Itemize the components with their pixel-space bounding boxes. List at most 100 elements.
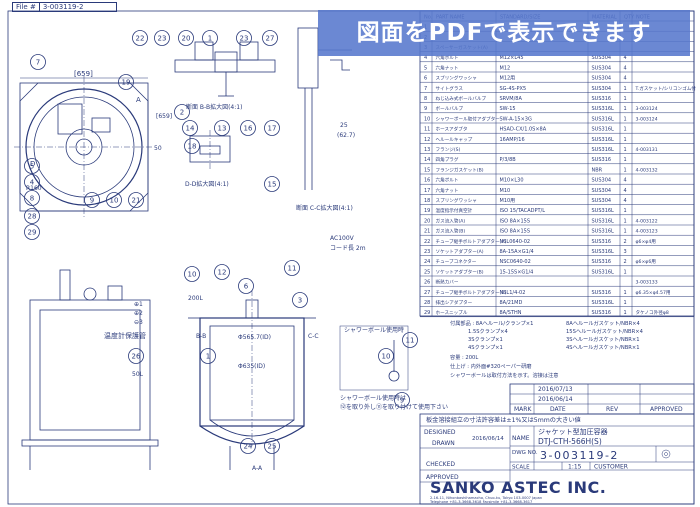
part-qty: 1 <box>624 116 627 122</box>
part-balloon-number: 7 <box>36 59 40 67</box>
part-balloon-number: 5 <box>30 163 34 171</box>
part-balloon <box>30 54 46 70</box>
part-name: ガス流入管(B) <box>436 228 466 235</box>
label-aa: A-A <box>252 465 263 472</box>
part-balloon-number: 27 <box>266 35 275 43</box>
part-no: 13 <box>424 147 430 153</box>
part-qty: 4 <box>624 188 627 194</box>
part-no: 21 <box>424 229 430 235</box>
revision-date-1: 2016/07/13 <box>538 386 573 393</box>
part-no: 4 <box>424 55 427 61</box>
part-qty: 1 <box>624 269 627 275</box>
part-balloon <box>174 104 190 120</box>
part-balloon-number: 8 <box>30 195 34 203</box>
part-name: 六角ボルト <box>436 54 459 61</box>
dim-565: Φ565.7(ID) <box>238 334 271 341</box>
part-balloon <box>154 30 170 46</box>
part-balloon <box>240 120 256 136</box>
part-balloon <box>132 30 148 46</box>
part-balloon-number: 16 <box>244 125 253 133</box>
title-block: 板金溶接組立の寸法許容差は±1%又は5mmの大きい値 DESIGNED DRAW… <box>419 413 695 505</box>
part-balloon-number: 29 <box>28 229 37 237</box>
part-no: 16 <box>424 178 430 184</box>
part-name: 六角ナット <box>436 64 459 71</box>
ac-label-1: AC100V <box>330 235 355 242</box>
part-standard: 8A/21MD <box>500 300 523 306</box>
part-balloon-number: 3 <box>298 297 302 305</box>
part-qty: 1 <box>624 310 627 316</box>
part-standard: M10×L30 <box>500 178 524 184</box>
part-standard: SW-15 <box>500 106 516 112</box>
parts-table: No.PART NAMESTANDARD/SIZEMATERIALQTYNOTE… <box>419 10 696 318</box>
part-material: SUS316 <box>592 96 612 102</box>
part-balloon-number: 23 <box>158 35 167 43</box>
part-name: シャワーボール取付アダプター <box>436 115 501 122</box>
part-material: SUS304 <box>592 55 612 61</box>
scale-value: 1:15 <box>568 464 582 471</box>
part-balloon <box>128 192 144 208</box>
note-line: シャワーボールは取付方法を示す。溶接は注意 <box>450 371 558 379</box>
name-label: NAME <box>512 435 530 442</box>
company-name: SANKO ASTEC INC. <box>430 478 606 497</box>
note-line: 15Sヘルールガスケット/NBR×4 <box>566 327 644 335</box>
part-qty: 1 <box>624 106 627 112</box>
part-name: フランジガスケット(B) <box>436 166 484 173</box>
note-line: 容量 : 200L <box>450 353 478 361</box>
scale-label: SCALE <box>512 465 530 471</box>
part-name: 六角ナット <box>436 187 459 194</box>
part-standard: HSAD-CX/1.0S×8A <box>500 127 547 133</box>
part-note: φ6×φ6用 <box>636 259 657 265</box>
part-standard: P/3/8B <box>500 157 517 163</box>
part-qty: 3 <box>624 249 627 255</box>
part-name: フランジ(S) <box>436 147 461 153</box>
dim-659-side: [659] <box>156 113 172 120</box>
part-name: ホースニップル <box>436 310 468 316</box>
part-balloon <box>402 332 418 348</box>
shower-note-2: ⑫を取り外し⑪を取り付けて使用下さい <box>340 403 448 411</box>
part-balloon-number: 10 <box>110 197 119 205</box>
terminal-label: ⊕1 <box>134 301 143 308</box>
part-no: 7 <box>424 86 427 92</box>
checked-label: CHECKED <box>426 461 455 468</box>
part-material: SUS316L <box>592 269 615 275</box>
part-standard: M10 <box>500 188 511 194</box>
part-balloon <box>178 30 194 46</box>
part-note: 3-003124 <box>636 106 658 112</box>
part-balloon-number: 10 <box>382 353 391 361</box>
part-no: 12 <box>424 137 430 143</box>
part-material: SUS316L <box>592 208 615 214</box>
part-note: 4-003132 <box>636 167 658 173</box>
part-name: ねじ込み式ボールバルブ <box>436 95 487 102</box>
part-note: 3-003133 <box>636 280 658 286</box>
part-material: SUS304 <box>592 76 612 82</box>
part-balloon <box>184 138 200 154</box>
product-model: DTJ-CTH-566H(S) <box>538 437 602 446</box>
part-balloon <box>264 438 280 454</box>
part-note: 4-003123 <box>636 229 658 235</box>
part-standard: SW-A-15×3G <box>500 116 532 122</box>
dim-635: Φ635(ID) <box>238 363 265 370</box>
part-balloon-number: 14 <box>186 125 195 133</box>
designed-label: DESIGNED <box>424 429 456 436</box>
file-number: 3-003119-2 <box>42 3 84 11</box>
part-balloon-number: 20 <box>182 35 191 43</box>
note-line: 3Sヘルールガスケット/NBR×1 <box>566 335 640 343</box>
part-balloon <box>200 348 216 364</box>
note-line: 4Sヘルールガスケット/NBR×1 <box>566 343 640 351</box>
part-balloon <box>264 176 280 192</box>
part-no: 25 <box>424 269 430 275</box>
part-standard: 8A-15A×G1/4 <box>500 249 534 255</box>
part-standard: ISO 15/TACADPT/L <box>500 208 546 214</box>
part-name: サイトグラス <box>436 85 464 92</box>
part-standard: ISO 8A×15S <box>500 229 531 235</box>
part-balloon <box>238 278 254 294</box>
pdf-banner-button[interactable]: 図面をPDFで表示できます <box>318 10 690 56</box>
part-balloon-number: 19 <box>122 79 131 87</box>
part-qty: 4 <box>624 198 627 204</box>
part-balloon <box>24 190 40 206</box>
part-note: 3-003124 <box>636 116 658 122</box>
part-no: 23 <box>424 249 430 255</box>
part-balloon <box>292 292 308 308</box>
terminal-labels: ⊕1⊕2⊖3 <box>134 301 143 326</box>
part-material: SUS304 <box>592 86 612 92</box>
